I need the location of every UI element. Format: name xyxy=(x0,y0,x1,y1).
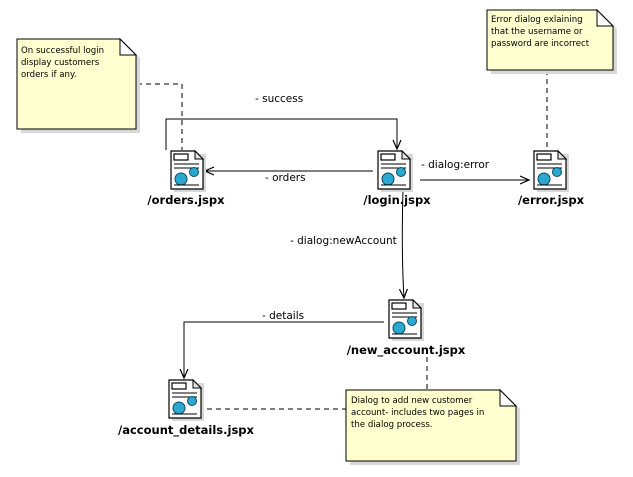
note-error-line-1: Error dialog exlaining xyxy=(491,15,583,25)
edge-success[interactable] xyxy=(165,118,397,150)
edge-dialog-new-account[interactable] xyxy=(402,189,404,298)
page-icon xyxy=(533,150,570,193)
edge-details[interactable] xyxy=(184,321,384,378)
page-icon xyxy=(170,150,207,193)
note-orders-line-3: orders if any. xyxy=(21,70,77,80)
edge-label-dialog-error: - dialog:error xyxy=(421,159,490,171)
page-label-orders: /orders.jspx xyxy=(147,193,225,207)
page-icon xyxy=(377,150,414,193)
page-label-error: /error.jspx xyxy=(518,193,585,207)
note-error-line-3: password are incorrect xyxy=(491,39,590,49)
note-dialog-line-3: the dialog process. xyxy=(351,420,433,430)
note-error-line-2: that the username or xyxy=(491,27,583,37)
note-dialog-line-1: Dialog to add new customer xyxy=(351,396,473,406)
page-node-account-details[interactable] xyxy=(168,379,205,422)
page-label-new-account: /new_account.jspx xyxy=(347,343,466,358)
edge-label-success: - success xyxy=(255,93,303,105)
page-label-account-details: /account_details.jspx xyxy=(118,423,255,438)
page-icon xyxy=(168,379,205,422)
note-orders-line-1: On successful login xyxy=(21,46,104,56)
note-orders: On successful login display customers or… xyxy=(16,37,140,133)
note-dialog: Dialog to add new customer account- incl… xyxy=(345,388,520,465)
page-node-new-account[interactable] xyxy=(388,299,425,342)
page-label-login: /login.jspx xyxy=(363,193,431,207)
edge-label-dialog-new-account: - dialog:newAccount xyxy=(290,235,397,247)
note-dialog-line-2: account- includes two pages in xyxy=(351,408,484,418)
page-node-login[interactable] xyxy=(377,150,414,193)
page-icon xyxy=(388,299,425,342)
note-error: Error dialog exlaining that the username… xyxy=(486,8,617,74)
orders-note-anchor xyxy=(137,83,183,150)
page-node-error[interactable] xyxy=(533,150,570,193)
page-node-orders[interactable] xyxy=(170,150,207,193)
note-orders-line-2: display customers xyxy=(21,58,100,68)
edge-label-orders: - orders xyxy=(265,172,306,184)
edge-label-details: - details xyxy=(262,310,304,322)
